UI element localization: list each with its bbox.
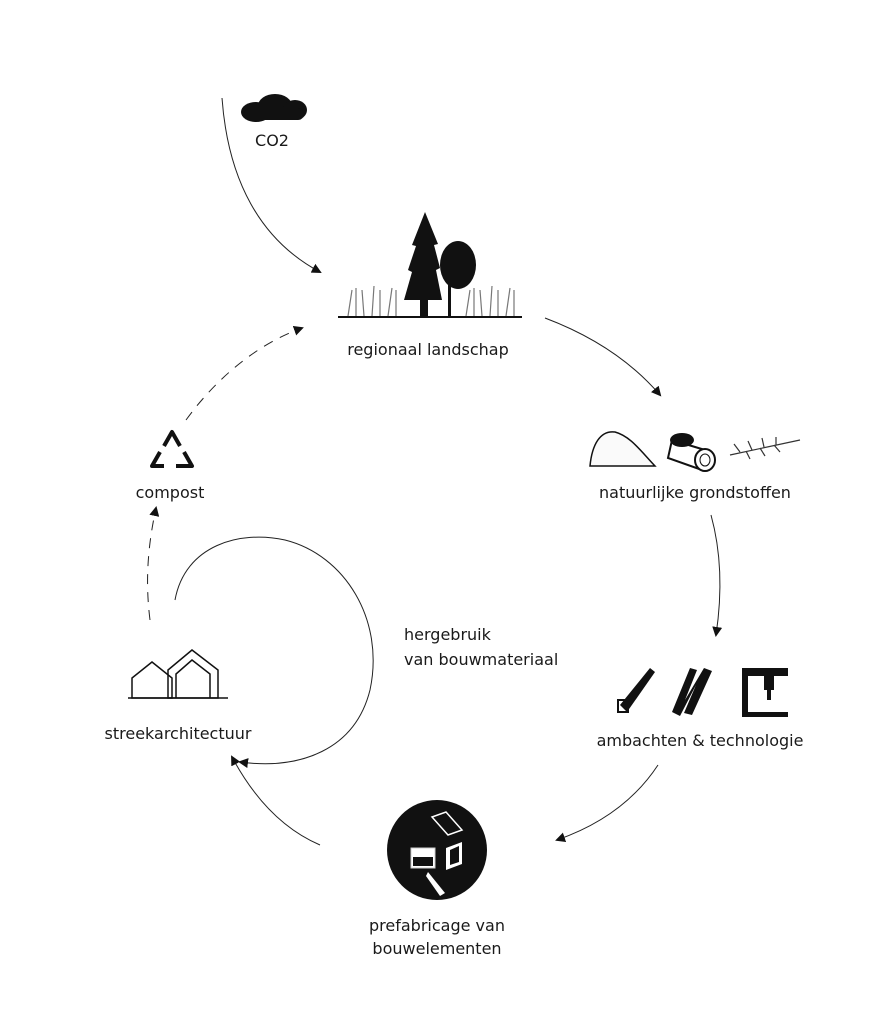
saw-icon <box>620 668 655 712</box>
crafts-label: ambachten & technologie <box>597 731 804 750</box>
arrow-co2-to-landscape <box>221 97 322 273</box>
recycle-icon <box>150 430 194 468</box>
folding-rule-icon <box>672 668 712 716</box>
prefab-icon <box>387 800 487 900</box>
architecture-label: streekarchitectuur <box>105 724 252 743</box>
reed-branch-icon <box>729 437 801 460</box>
prefab-label-line2: bouwelementen <box>372 939 501 958</box>
arrow-crafts-to-prefab <box>555 764 659 843</box>
raw-materials-icon <box>589 431 801 472</box>
reuse-label-line1: hergebruik <box>404 625 492 644</box>
arrow-prefab-to-architecture <box>231 755 321 846</box>
arrow-materials-to-crafts <box>710 514 723 637</box>
landscape-icon <box>338 212 522 318</box>
compost-label: compost <box>136 483 205 502</box>
sand-pile-icon <box>589 431 657 467</box>
cloud-icon <box>241 94 307 122</box>
materials-label: natuurlijke grondstoffen <box>599 483 791 502</box>
co2-label: CO2 <box>255 131 289 150</box>
arrow-landscape-to-materials <box>544 317 662 397</box>
arrow-architecture-to-compost <box>147 506 160 621</box>
prefab-label-line1: prefabricage van <box>369 916 505 935</box>
houses-icon <box>128 649 228 699</box>
landscape-label: regionaal landschap <box>347 340 509 359</box>
log-icon <box>666 433 716 472</box>
drill-press-icon <box>742 668 788 717</box>
arrow-reuse-loop <box>174 536 374 769</box>
reuse-label-line2: van bouwmateriaal <box>404 650 558 669</box>
arrow-compost-to-landscape <box>185 326 304 421</box>
tools-icon <box>617 668 788 717</box>
